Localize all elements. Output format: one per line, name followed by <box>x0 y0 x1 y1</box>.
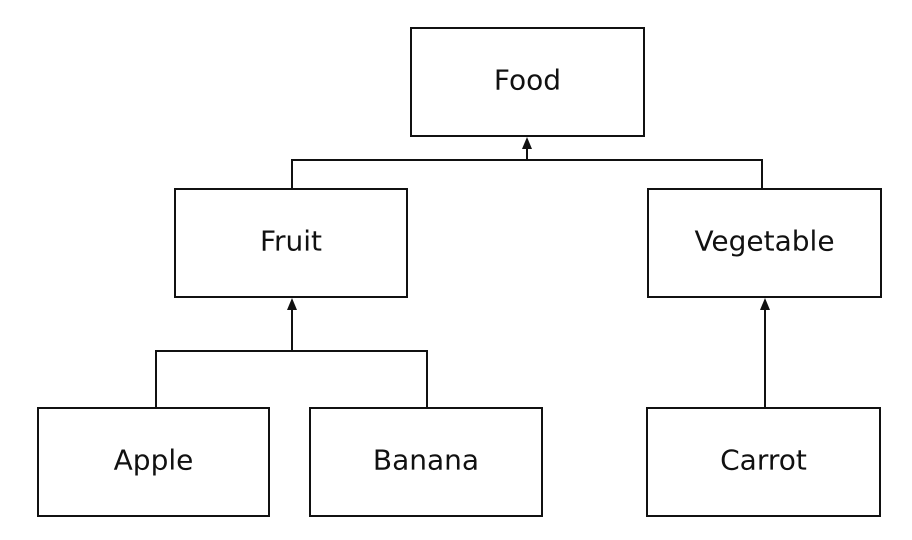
node-food: Food <box>410 27 645 137</box>
edge-group-vegetable <box>760 298 770 408</box>
edge-group-fruit <box>155 298 428 408</box>
node-banana-label: Banana <box>373 444 479 477</box>
node-carrot-label: Carrot <box>720 444 807 477</box>
arrowhead-vegetable <box>760 298 770 310</box>
node-banana-box <box>309 407 543 517</box>
arrowhead-fruit <box>287 298 297 310</box>
edge-vegetable-to-food <box>527 159 763 188</box>
node-banana: Banana <box>309 407 543 517</box>
node-fruit-box <box>174 188 408 298</box>
node-apple: Apple <box>37 407 270 517</box>
node-food-label: Food <box>494 64 561 97</box>
edge-banana-to-fruit <box>292 350 428 408</box>
node-carrot: Carrot <box>646 407 881 517</box>
node-vegetable-label: Vegetable <box>694 225 834 258</box>
node-vegetable-box <box>647 188 882 298</box>
node-fruit-label: Fruit <box>260 225 322 258</box>
arrowhead-food <box>522 137 532 149</box>
edge-group-food <box>291 137 763 188</box>
node-fruit: Fruit <box>174 188 408 298</box>
edge-apple-to-fruit <box>155 350 292 408</box>
node-apple-label: Apple <box>114 444 194 477</box>
node-food-box <box>410 27 645 137</box>
node-apple-box <box>37 407 270 517</box>
node-carrot-box <box>646 407 881 517</box>
node-vegetable: Vegetable <box>647 188 882 298</box>
edge-fruit-to-food <box>291 159 527 188</box>
